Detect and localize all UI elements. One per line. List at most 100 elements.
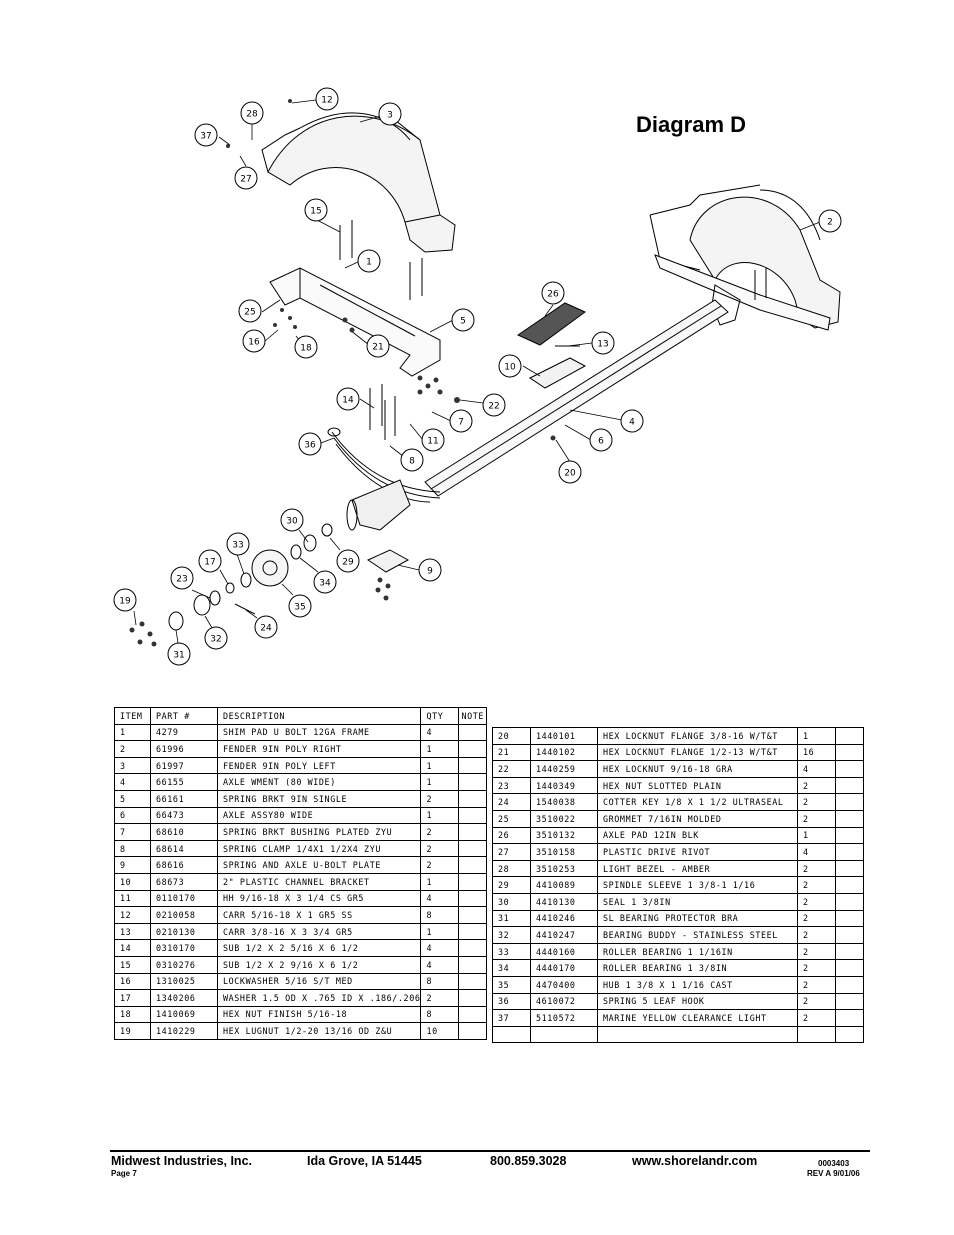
cell-part-number: 4279 — [150, 723, 218, 742]
cell-part-number: 1540038 — [530, 793, 598, 811]
cell-description: HEX NUT FINISH 5/16-18 — [216, 1005, 422, 1024]
cell-qty: 4 — [797, 843, 836, 861]
left-frame-bracket-drawing — [269, 267, 441, 377]
callout-label: 15 — [310, 207, 321, 217]
cell-qty: 4 — [420, 939, 460, 957]
callout-15: 15 — [304, 198, 328, 222]
table-header-row: ITEM PART # DESCRIPTION QTY NOTE — [114, 707, 488, 725]
callout-8: 8 — [400, 448, 424, 472]
cell-description: SPRING 5 LEAF HOOK — [597, 992, 798, 1011]
cell-item: 18 — [114, 1005, 151, 1024]
callout-34: 34 — [313, 570, 337, 594]
callout-9: 9 — [418, 558, 442, 582]
cell-part-number: 68616 — [150, 856, 218, 874]
cell-item: 20 — [492, 727, 531, 745]
callout-22: 22 — [482, 393, 506, 417]
callout-circle — [113, 588, 137, 612]
callout-12: 12 — [315, 87, 339, 111]
cell-note — [835, 809, 864, 828]
callout-label: 21 — [372, 343, 383, 353]
cell-part-number: 3510132 — [530, 826, 598, 845]
callout-label: 30 — [286, 517, 298, 527]
footer-website: www.shorelandr.com — [632, 1154, 758, 1168]
callout-20: 20 — [558, 460, 582, 484]
header-note: NOTE — [458, 707, 488, 725]
cell-qty: 4 — [420, 889, 460, 908]
cell-part-number: 0310170 — [150, 939, 218, 957]
cell-note — [458, 906, 488, 924]
cell-qty: 2 — [797, 909, 836, 928]
cell-qty: 2 — [797, 892, 836, 911]
cell-part-number: 3510158 — [530, 843, 598, 861]
cell-qty: 2 — [797, 876, 836, 894]
cell-note — [458, 806, 488, 825]
callout-circle — [589, 428, 613, 452]
callout-circle — [294, 335, 318, 359]
callout-circle — [400, 448, 424, 472]
cell-part-number: 66473 — [150, 806, 218, 825]
callout-label: 8 — [409, 457, 415, 467]
cell-item: 11 — [114, 889, 151, 908]
cell-part-number: 68610 — [150, 823, 218, 841]
cell-note — [458, 1005, 488, 1024]
cell-qty: 1 — [797, 727, 836, 745]
cell-note — [458, 823, 488, 841]
cell-part-number: 1340206 — [150, 989, 218, 1007]
cell-description: SUB 1/2 X 2 5/16 X 6 1/2 — [216, 939, 422, 957]
cell-qty: 2 — [797, 942, 836, 961]
cell-part-number: 1440102 — [530, 743, 598, 762]
cell-item: 23 — [492, 776, 531, 795]
cell-description: COTTER KEY 1/8 X 1 1/2 ULTRASEAL — [597, 793, 798, 811]
cell-qty: 2 — [797, 776, 836, 795]
callout-33: 33 — [226, 532, 250, 556]
cell-part-number: 1410229 — [150, 1022, 218, 1040]
cell-part-number: 4410246 — [530, 909, 598, 928]
diagram-title: Diagram D — [636, 112, 747, 137]
footer-company: Midwest Industries, Inc. — [111, 1154, 252, 1168]
cell-note — [835, 926, 864, 944]
callout-circle — [288, 594, 312, 618]
cell-qty: 2 — [420, 839, 460, 858]
fender-left-drawing — [261, 107, 456, 253]
cell-description: SPRING BRKT 9IN SINGLE — [216, 789, 422, 808]
cell-item: 34 — [492, 959, 531, 977]
cell-qty: 8 — [420, 906, 460, 924]
cell-item: 28 — [492, 859, 531, 878]
cell-description: GROMMET 7/16IN MOLDED — [597, 809, 798, 828]
callout-label: 37 — [200, 132, 211, 142]
callout-16: 16 — [242, 329, 266, 353]
cell-item: 16 — [114, 972, 151, 991]
cell-part-number: 1440349 — [530, 776, 598, 795]
callout-circle — [198, 549, 222, 573]
callout-label: 27 — [240, 175, 251, 185]
callout-label: 22 — [488, 402, 499, 412]
cell-item: 12 — [114, 906, 151, 924]
cell-note — [835, 727, 864, 745]
cell-description — [597, 1025, 798, 1044]
cell-description: AXLE ASSY80 WIDE — [216, 806, 422, 825]
cell-part-number: 4410089 — [530, 876, 598, 894]
callout-circle — [234, 166, 258, 190]
cell-description: SEAL 1 3/8IN — [597, 892, 798, 911]
cell-note — [835, 793, 864, 811]
cell-note — [458, 789, 488, 808]
callout-label: 29 — [342, 558, 354, 568]
callout-label: 26 — [547, 290, 559, 300]
cell-qty: 2 — [797, 992, 836, 1011]
callout-13: 13 — [591, 331, 615, 355]
callout-label: 6 — [598, 437, 604, 447]
cell-item: 33 — [492, 942, 531, 961]
callout-circle — [226, 532, 250, 556]
callout-17: 17 — [198, 549, 222, 573]
callout-circle — [366, 334, 390, 358]
callout-4: 4 — [620, 409, 644, 433]
callout-19: 19 — [113, 588, 137, 612]
cell-description: MARINE YELLOW CLEARANCE LIGHT — [597, 1009, 798, 1027]
